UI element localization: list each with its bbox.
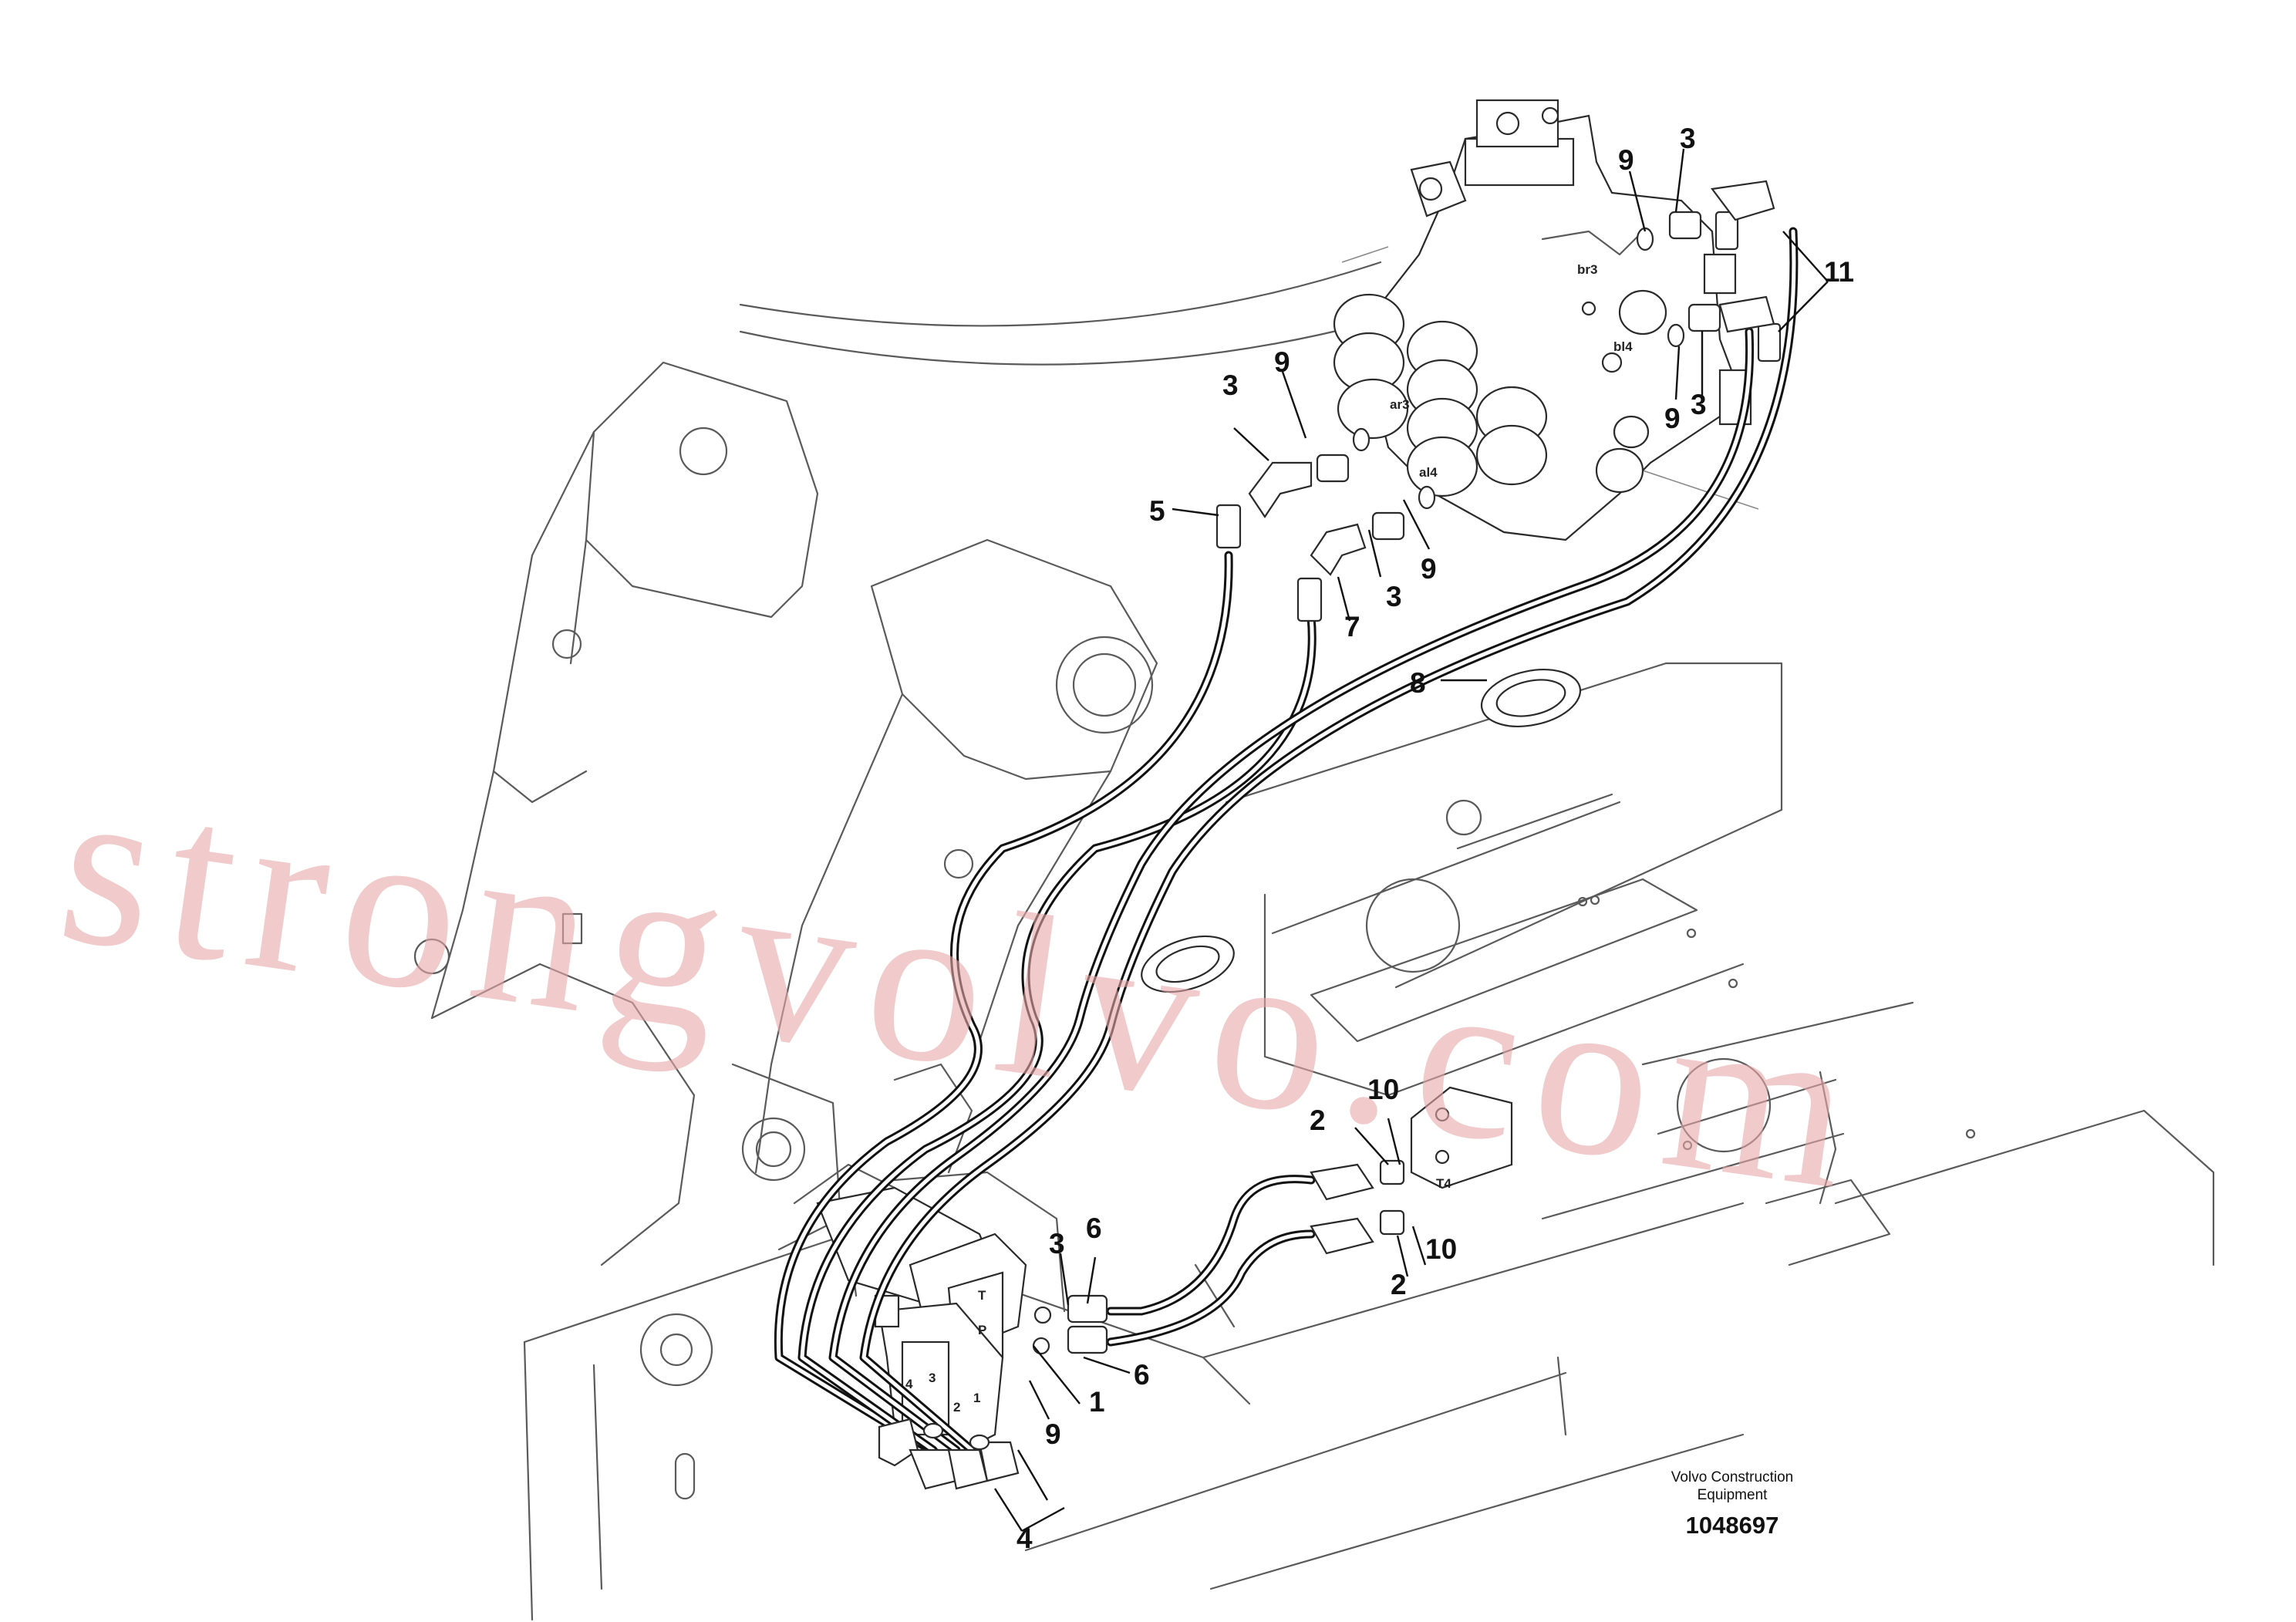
callout-5: 5 — [1149, 495, 1165, 527]
company-name-line2: Equipment — [1698, 1487, 1768, 1503]
callout-3e: 3 — [1049, 1228, 1065, 1259]
callouts: 9 3 11 9 3 5 9 3 9 3 7 8 10 2 10 2 3 6 6… — [1017, 123, 1854, 1554]
drawing-number: 1048697 — [1686, 1512, 1779, 1539]
callout-9a: 9 — [1618, 144, 1634, 176]
fittings — [878, 180, 1782, 1490]
callout-7: 7 — [1344, 611, 1360, 642]
leader-lines — [993, 148, 1829, 1533]
machine-frame — [413, 246, 2215, 1621]
callout-1: 1 — [1089, 1386, 1105, 1418]
callout-3d: 3 — [1386, 581, 1402, 612]
callout-2a: 2 — [1310, 1104, 1326, 1136]
callout-9b: 9 — [1274, 346, 1290, 378]
callout-9d: 9 — [1421, 553, 1437, 585]
callout-10a: 10 — [1367, 1074, 1399, 1105]
pedal-port-3: 3 — [929, 1371, 936, 1385]
callout-3b: 3 — [1222, 369, 1239, 401]
callout-11: 11 — [1824, 256, 1854, 288]
junction-block — [1410, 1086, 1513, 1189]
drawing-footer: Volvo Construction Equipment 1048697 — [1671, 1469, 1793, 1539]
callout-9e: 9 — [1045, 1418, 1061, 1450]
callout-4: 4 — [1017, 1523, 1033, 1554]
company-name-line1: Volvo Construction — [1671, 1469, 1793, 1485]
port-labels: br3 bl4 ar3 al4 T4 T P 4 3 2 1 — [905, 262, 1633, 1415]
pedal-port-1: 1 — [973, 1391, 980, 1405]
watermark: strongvolvo.com — [47, 733, 1881, 1240]
callout-10b: 10 — [1425, 1233, 1457, 1265]
callout-2b: 2 — [1391, 1269, 1407, 1300]
callout-3a: 3 — [1680, 123, 1696, 154]
hose-lines — [774, 227, 1799, 1462]
port-label-ar3: ar3 — [1390, 397, 1410, 412]
callout-3c: 3 — [1691, 389, 1707, 420]
pedal-port-p: P — [978, 1323, 986, 1337]
pedal-port-2: 2 — [953, 1400, 960, 1415]
callout-9c: 9 — [1664, 403, 1681, 434]
port-label-bl4: bl4 — [1613, 339, 1633, 354]
control-valve — [1333, 99, 1752, 541]
watermark-text: strongvolvo.com — [47, 733, 1881, 1240]
callout-8: 8 — [1410, 667, 1426, 699]
port-label-al4: al4 — [1419, 465, 1438, 480]
callout-6b: 6 — [1134, 1359, 1150, 1391]
callout-6a: 6 — [1086, 1212, 1102, 1244]
port-label-t4: T4 — [1436, 1176, 1451, 1191]
pedal-port-4: 4 — [905, 1377, 913, 1391]
port-label-br3: br3 — [1577, 262, 1597, 277]
pedal-port-t: T — [978, 1288, 986, 1303]
grommets — [1141, 669, 1582, 993]
